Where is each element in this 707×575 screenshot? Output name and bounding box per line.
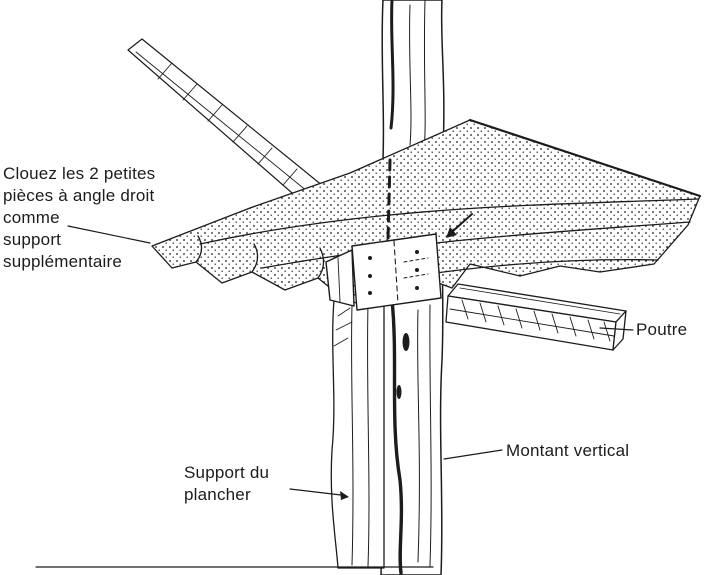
beam: [445, 283, 627, 351]
annotation-line: Clouez les 2 petites: [3, 164, 156, 183]
annotation-line: support: [3, 230, 62, 249]
annotation-line: supplémentaire: [3, 252, 123, 271]
leader-line-vertical-post: [443, 449, 503, 460]
label-floor-support: Support du plancher: [184, 462, 269, 506]
diagonal-board: [127, 38, 356, 234]
label-floor-support-line: Support du: [184, 463, 270, 482]
bracket-arrow-icon: [446, 213, 473, 238]
label-vertical-post: Montant vertical: [506, 441, 630, 460]
floor-support-board: [330, 299, 385, 569]
annotation-nail-pieces: Clouez les 2 petites pièces à angle droi…: [3, 163, 155, 273]
label-floor-support-line: plancher: [184, 485, 251, 504]
annotation-line: pièces à angle droit: [3, 186, 155, 205]
label-beam: Poutre: [636, 320, 688, 339]
post-hidden-edge: [386, 158, 392, 242]
leader-line-floor-support: [289, 488, 349, 500]
leader-line-beam: [599, 327, 634, 331]
annotation-line: comme: [3, 208, 60, 227]
leader-line-annotation: [67, 225, 151, 244]
support-bracket: [325, 233, 442, 311]
floor-planking: [151, 118, 702, 301]
